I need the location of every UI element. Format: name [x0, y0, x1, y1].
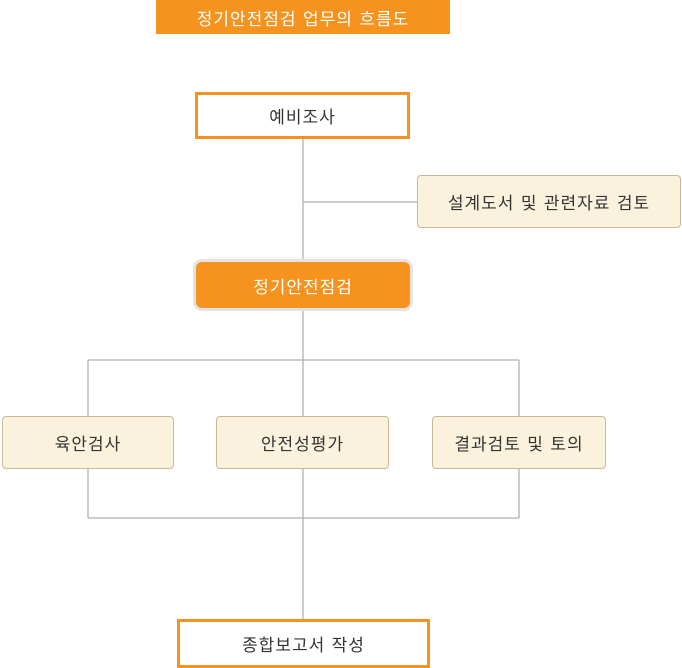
node-preliminary-survey: 예비조사	[195, 92, 410, 139]
node-visual-inspection: 육안검사	[2, 416, 174, 469]
node-regular-inspection: 정기안전점검	[196, 262, 410, 308]
node-safety-evaluation: 안전성평가	[216, 416, 389, 469]
node-result-review: 결과검토 및 토의	[432, 416, 606, 469]
node-design-review: 설계도서 및 관련자료 검토	[417, 175, 681, 228]
diagram-title: 정기안전점검 업무의 흐름도	[156, 0, 450, 34]
node-final-report: 종합보고서 작성	[177, 619, 430, 668]
